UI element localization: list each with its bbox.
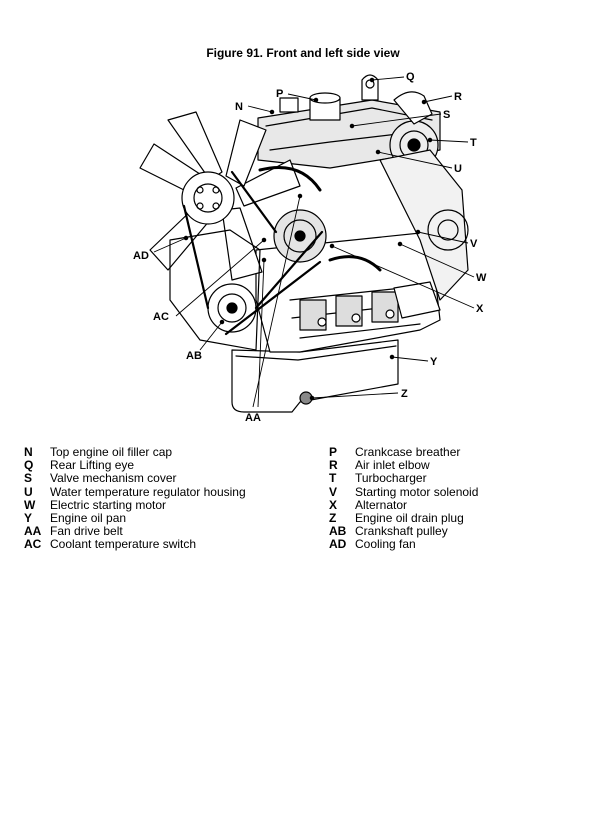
legend-code: Q [24, 458, 34, 473]
legend-row: X Alternator [329, 497, 478, 512]
legend-description: Valve mechanism cover [50, 471, 177, 486]
legend-row: U Water temperature regulator housing [24, 484, 246, 499]
legend-code: U [24, 484, 33, 499]
legend-row: V Starting motor solenoid [329, 484, 479, 499]
legend-row: Q Rear Lifting eye [24, 459, 246, 472]
legend-row: Y Engine oil pan [24, 511, 246, 526]
legend-row: P Crankcase breather [329, 445, 478, 459]
callout-p: P [276, 88, 283, 100]
legend-description: Crankcase breather [355, 445, 461, 459]
legend-code: W [24, 497, 36, 512]
fan-drive-belt [182, 170, 324, 336]
legend-description: Engine oil pan [50, 511, 127, 526]
legend-description: Turbocharger [355, 471, 427, 486]
legend-code: T [329, 471, 337, 486]
callout-t: T [470, 137, 477, 149]
legend-description: Alternator [355, 497, 408, 512]
legend-code: R [329, 458, 338, 473]
legend-code: P [329, 445, 338, 459]
legend-code: Z [329, 511, 337, 526]
legend-row: R Air inlet elbow [329, 459, 478, 472]
callout-ad: AD [133, 250, 149, 262]
legend-row: N Top engine oil filler cap [24, 445, 246, 459]
legend-code: AD [329, 537, 347, 552]
callout-n: N [235, 101, 243, 113]
callout-w: W [476, 272, 487, 284]
oil-pan-outline [231, 339, 399, 413]
callout-ab: AB [186, 350, 202, 362]
callout-y: Y [430, 356, 438, 368]
callout-s: S [443, 109, 450, 121]
callout-z: Z [401, 388, 408, 400]
legend-code: S [24, 471, 33, 486]
legend-description: Engine oil drain plug [355, 511, 464, 526]
callout-aa: AA [245, 412, 261, 424]
legend-description: Crankshaft pulley [355, 524, 448, 539]
legend-row: AB Crankshaft pulley [329, 525, 478, 538]
legend-code: N [24, 445, 33, 459]
legend-code: AB [329, 524, 347, 539]
legend-description: Cooling fan [355, 537, 416, 552]
legend-description: Electric starting motor [50, 497, 167, 512]
callout-r: R [454, 91, 462, 103]
callout-u: U [454, 163, 462, 175]
legend-row: AD Cooling fan [329, 538, 478, 551]
legend-description: Coolant temperature switch [50, 537, 197, 552]
callout-v: V [470, 238, 478, 250]
legend-description: Top engine oil filler cap [50, 445, 173, 459]
callout-x: X [476, 303, 484, 315]
legend-row: Z Engine oil drain plug [329, 511, 478, 526]
legend-description: Fan drive belt [50, 524, 123, 539]
legend-row: W Electric starting motor [24, 497, 246, 512]
legend-row: AA Fan drive belt [24, 525, 246, 538]
legend-code: X [329, 497, 338, 512]
legend-row: T Turbocharger [329, 472, 478, 485]
legend-row: S Valve mechanism cover [24, 472, 246, 485]
figure-title: Figure 91. Front and left side view [206, 46, 400, 60]
legend-row: AC Coolant temperature switch [24, 538, 246, 551]
legend-code: Y [24, 511, 33, 526]
legend-description: Air inlet elbow [355, 458, 430, 473]
legend-code: AC [24, 537, 42, 552]
legend-code: AA [24, 524, 42, 539]
legend-description: Starting motor solenoid [355, 484, 479, 499]
legend-code: V [329, 484, 338, 499]
engine-illustration: N P Q R S T U V W X Y Z AA AB AC AD [133, 71, 487, 424]
callout-ac: AC [153, 311, 169, 323]
legend-description: Rear Lifting eye [50, 458, 135, 473]
callout-q: Q [406, 71, 415, 83]
legend-description: Water temperature regulator housing [50, 484, 246, 499]
